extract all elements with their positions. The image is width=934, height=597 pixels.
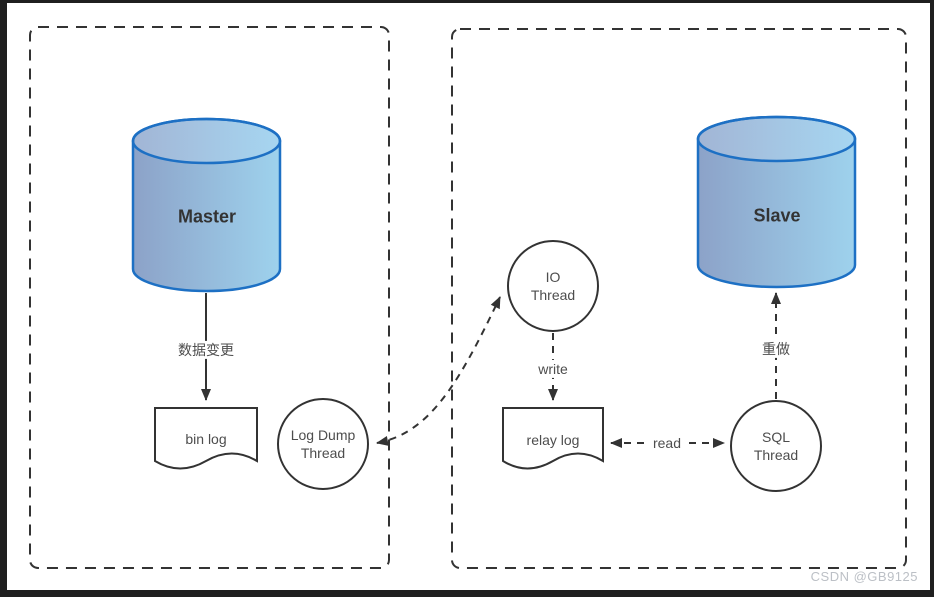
sql-thread-circle	[730, 400, 822, 492]
csdn-watermark: CSDN @GB9125	[810, 569, 918, 584]
master-database-cylinder	[131, 117, 282, 293]
io-thread-circle	[507, 240, 599, 332]
bin-log-label: bin log	[185, 430, 227, 447]
log-dump-thread-label: Log Dump Thread	[290, 426, 356, 461]
dump-to-io-curve-arrow	[376, 296, 501, 446]
read-edge-label: read	[649, 433, 685, 453]
log-dump-thread-circle	[277, 398, 369, 490]
sql-thread-label: SQL Thread	[753, 428, 799, 463]
slave-db-label: Slave	[753, 205, 801, 226]
master-db-label: Master	[177, 206, 237, 227]
bin-log-document	[154, 407, 258, 470]
redo-edge-label: 重做	[759, 339, 793, 359]
relay-log-label: relay log	[526, 431, 580, 448]
data-change-edge-label: 数据变更	[175, 340, 237, 360]
slave-database-cylinder	[696, 115, 857, 289]
io-thread-label: IO Thread	[530, 268, 576, 303]
write-edge-label: write	[535, 359, 571, 379]
relay-log-document	[502, 407, 604, 470]
